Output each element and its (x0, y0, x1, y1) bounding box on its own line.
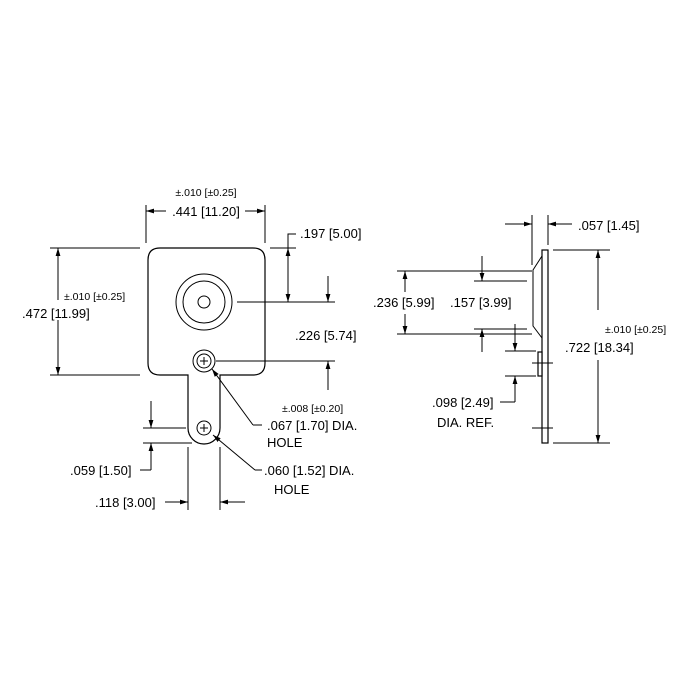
front-view-hole2-label: .060 [1.52] DIA. (264, 463, 354, 478)
front-view-hole1-label-label: HOLE (267, 435, 303, 450)
side-view-length-label: .722 [18.34] (565, 340, 634, 355)
side-view-bump-inner-label: .157 [3.99] (450, 295, 511, 310)
front-view-hole2-offset-label: .059 [1.50] (70, 463, 131, 478)
contact-center (197, 295, 211, 309)
dim-length: ±.010 [±0.25] .722 [18.34] (553, 249, 666, 444)
front-view-part (147, 247, 266, 445)
dim-height: ±.010 [±0.25] .472 [11.99] (22, 247, 140, 376)
callout-hole-1: ±.008 [±0.20] .067 [1.70] DIA. HOLE (211, 368, 357, 450)
dim-bump-inner: .157 [3.99] (450, 256, 527, 352)
dim-thickness: .057 [1.45] (505, 215, 639, 265)
hole-2 (196, 420, 212, 436)
front-view-height-label: .472 [11.99] (22, 306, 90, 321)
side-view-ref-dia-label: .098 [2.49] (432, 395, 493, 410)
dim-ref-dia: .098 [2.49] DIA. REF. (432, 324, 536, 430)
contact-outer-ring (175, 273, 233, 331)
front-view-height-tol-label: ±.010 [±0.25] (64, 291, 125, 303)
dim-width: ±.010 [±0.25] .441 [11.20] (145, 187, 266, 243)
dim-hole2-offset: .059 [1.50] (70, 401, 192, 478)
front-view-top-to-center-label: .197 [5.00] (300, 226, 361, 241)
front-view-width-label: .441 [11.20] (172, 204, 240, 219)
hole-1 (192, 349, 216, 373)
side-view-length-tol-label: ±.010 [±0.25] (605, 324, 666, 336)
front-view-hole2-label-label: HOLE (274, 482, 310, 497)
dim-center-to-hole: .226 [5.74] (216, 276, 356, 390)
front-view-hole1-label: .067 [1.70] DIA. (267, 418, 357, 433)
dim-tab-width: .118 [3.00] (95, 447, 245, 510)
side-view-bump-outer-label: .236 [5.99] (373, 295, 434, 310)
front-view-width-tol-label: ±.010 [±0.25] (175, 187, 236, 199)
side-view-part (532, 249, 553, 444)
callout-hole-2: .060 [1.52] DIA. HOLE (212, 434, 354, 497)
side-view-thickness-label: .057 [1.45] (578, 218, 639, 233)
front-view-tab-width-label: .118 [3.00] (95, 495, 155, 510)
dim-top-to-center: .197 [5.00] (237, 226, 361, 303)
front-view-center-to-hole-label: .226 [5.74] (295, 328, 356, 343)
front-view-hole1-tol-label: ±.008 [±0.20] (282, 403, 343, 415)
side-view-ref-label-label: DIA. REF. (437, 415, 494, 430)
dim-bump-outer: .236 [5.99] (373, 270, 532, 335)
